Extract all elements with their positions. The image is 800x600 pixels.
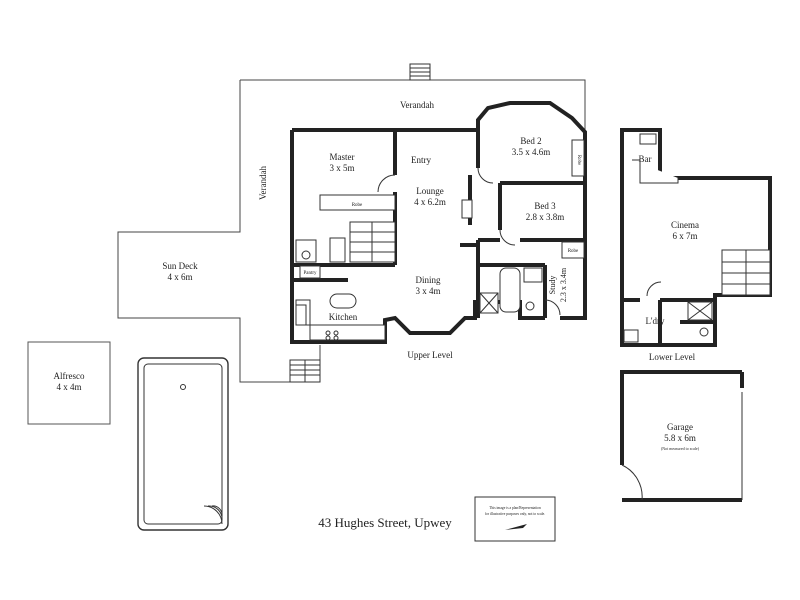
kitchen-label: Kitchen [329,312,358,322]
alfresco-outline [27,341,111,425]
internal-stairs-upper [349,221,396,263]
address-label: 43 Hughes Street, Upwey [318,515,452,530]
garage-note: (Not measured to scale) [661,446,700,451]
fireplace [461,199,473,219]
ldry-door [646,281,662,297]
lounge-size: 4 x 6.2m [414,197,446,207]
study-label: Study [548,276,557,295]
bed3-robe-label: Robe [568,249,579,254]
kitchen-fixtures [295,293,386,341]
bed2-size: 3.5 x 4.6m [512,147,551,157]
internal-stairs-lower [721,249,771,296]
bed2-name: Bed 2 [520,136,541,146]
sundeck-name: Sun Deck [162,261,198,271]
ensuite-toilet [301,250,311,260]
master-name: Master [330,152,355,162]
garage-name: Garage [667,422,693,432]
alfresco-size: 4 x 4m [56,382,81,392]
sundeck-size: 4 x 6m [167,272,192,282]
bath-toilet [525,301,535,311]
bed2-robe-label: Robe [576,155,581,166]
upper-level-label: Upper Level [407,350,453,360]
garage-walls [620,370,744,502]
verandah-side-label: Verandah [258,166,268,200]
bed3-door [499,229,516,246]
cinema-name: Cinema [671,220,699,230]
bar-sink [639,133,657,145]
bed3-robe [561,241,585,259]
bath-tub [499,267,521,313]
bed3-size: 2.8 x 3.8m [526,212,565,222]
master-door [377,174,396,193]
compass-arrow-icon [505,524,527,530]
disclaimer-line2: for illustrative purposes only, not to s… [485,512,545,517]
master-size: 3 x 5m [329,163,354,173]
study-door [544,299,561,316]
bed2-robe [571,139,585,177]
bar-label: Bar [639,154,652,164]
disclaimer-box: This image is a plan/Representation for … [474,496,556,542]
lower-level-label: Lower Level [649,352,696,362]
garage-size: 5.8 x 6m [664,433,696,443]
bed2-door [477,167,494,184]
pantry-label: Pantry [303,271,317,276]
dining-name: Dining [415,275,441,285]
bed3-name: Bed 3 [534,201,556,211]
master-robe-label: Robe [352,203,363,208]
lower-toilet [699,327,709,337]
ldry-tub [623,329,639,343]
cinema-size: 6 x 7m [672,231,697,241]
ldry-label: L'dry [645,316,665,326]
master-robe [319,194,396,211]
dining-size: 3 x 4m [415,286,440,296]
bar-counter [632,159,679,184]
pantry-box [299,265,321,279]
disclaimer-line1: This image is a plan/Representation [489,506,541,510]
study-size: 2.3 x 3.4m [559,267,568,302]
ensuite-vanity [329,237,346,263]
swimming-pool [137,357,229,531]
bath-vanity [523,267,543,283]
verandah-top-label: Verandah [400,100,434,110]
entry-label: Entry [411,155,431,165]
deck-stairs [289,359,321,383]
alfresco-name: Alfresco [54,371,85,381]
lounge-name: Lounge [416,186,444,196]
